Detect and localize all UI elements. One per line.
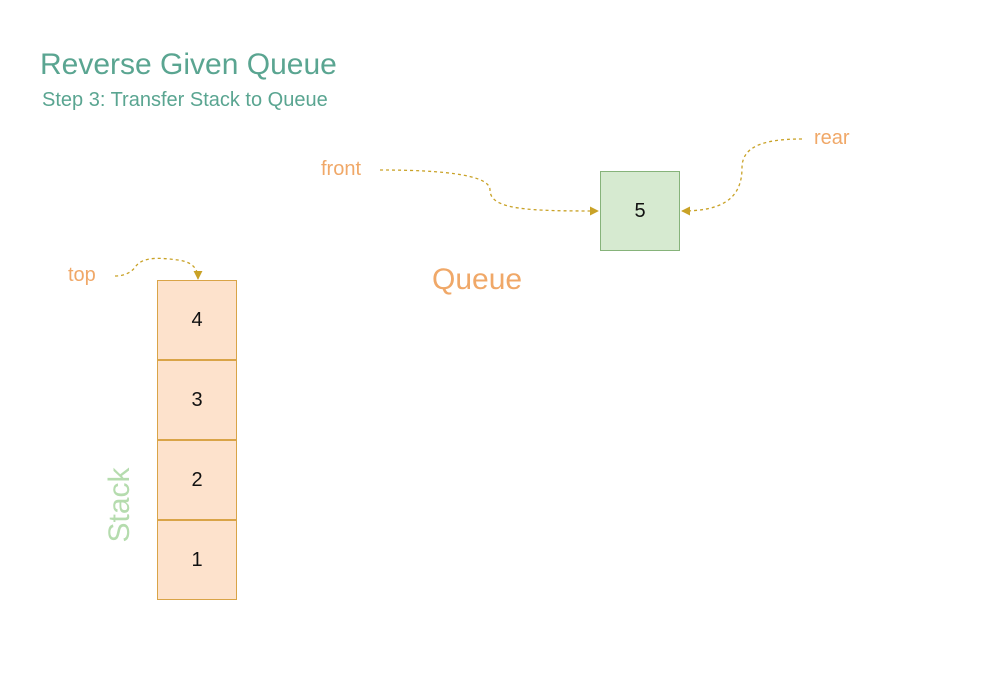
rear-label: rear [814, 127, 850, 149]
diagram-title: Reverse Given Queue [40, 48, 337, 81]
rear-arrow [681, 138, 803, 216]
stack-cell: 1 [157, 520, 237, 600]
front-arrow [379, 169, 599, 216]
stack-cell: 2 [157, 440, 237, 520]
stack-cell: 4 [157, 280, 237, 360]
front-label: front [321, 158, 362, 180]
top-label: top [68, 264, 96, 286]
diagram-subtitle: Step 3: Transfer Stack to Queue [42, 89, 328, 111]
queue-cell: 5 [600, 171, 680, 251]
stack-label: Stack [103, 467, 136, 543]
top-arrow [114, 257, 203, 280]
stack-cell: 3 [157, 360, 237, 440]
queue-label: Queue [432, 263, 523, 296]
